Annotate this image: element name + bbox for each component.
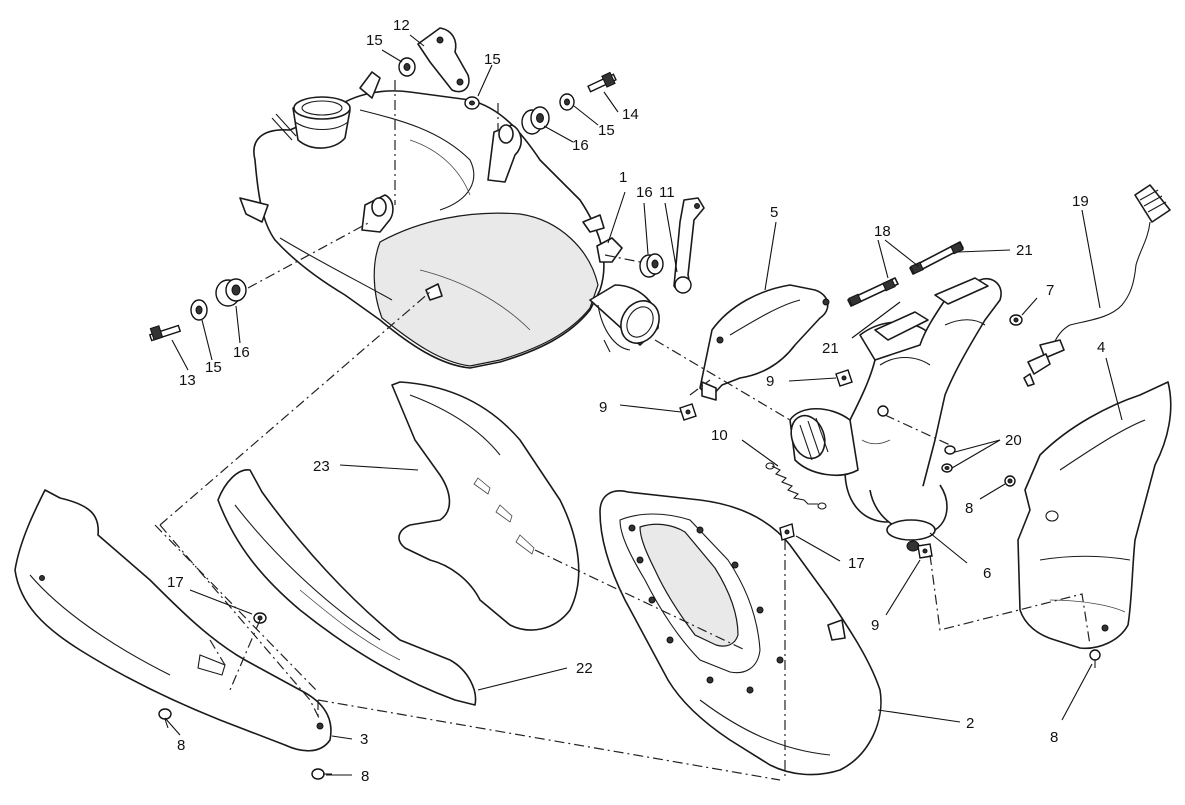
leader-lines [164, 34, 1123, 776]
callout-1: 1 [619, 169, 627, 186]
heat-shield-3 [14, 489, 332, 752]
exhaust-header-6 [789, 277, 1002, 552]
callout-8-b: 8 [361, 768, 369, 785]
callout-18: 18 [874, 223, 891, 240]
heat-shield-23 [391, 381, 580, 631]
nut-7 [1009, 314, 1023, 326]
assembly-lines [154, 80, 1091, 781]
grommet-16-left [215, 278, 247, 307]
clip-9-a [679, 403, 697, 421]
muffler-inlet [271, 96, 351, 149]
callout-17-a: 17 [848, 555, 865, 572]
muffler [239, 71, 660, 369]
callout-8-a: 8 [177, 737, 185, 754]
callout-17-b: 17 [167, 574, 184, 591]
nuts-20 [941, 445, 956, 473]
screw-8-b [311, 768, 332, 780]
callout-12: 12 [393, 17, 410, 34]
heat-shield-22 [217, 469, 477, 706]
callout-15-a: 15 [366, 32, 383, 49]
grommet-16-link [639, 253, 664, 278]
callout-21-a: 21 [1016, 242, 1033, 259]
callout-11: 11 [659, 184, 675, 201]
lambda-sensor-19 [1023, 184, 1171, 387]
callout-23: 23 [313, 458, 330, 475]
callout-6: 6 [983, 565, 991, 582]
callout-15-b: 15 [484, 51, 501, 68]
callout-9-b: 9 [766, 373, 774, 390]
callout-5: 5 [770, 204, 778, 221]
callout-19: 19 [1072, 193, 1089, 210]
grommet-16-top [521, 106, 550, 135]
nut-17-a [779, 523, 795, 541]
washer-15-top [398, 57, 416, 77]
callout-14: 14 [622, 106, 639, 123]
muffler-outlet [589, 284, 660, 353]
heat-shield-5 [699, 284, 830, 401]
callout-16-c: 16 [233, 344, 250, 361]
callout-3: 3 [360, 731, 368, 748]
callout-labels: 1 2 3 4 5 6 7 8 8 8 8 9 9 9 10 11 12 13 … [167, 17, 1105, 785]
callout-9-a: 9 [599, 399, 607, 416]
bolt-14 [587, 71, 617, 93]
callout-15-c: 15 [598, 122, 615, 139]
clip-9-c [917, 543, 933, 559]
washer-15-left [190, 299, 208, 321]
callout-22: 22 [576, 660, 593, 677]
fasteners [158, 369, 1101, 780]
callout-13: 13 [179, 372, 196, 389]
left-mount-hardware [148, 278, 247, 342]
nut-17-b [253, 612, 267, 624]
callout-15-d: 15 [205, 359, 222, 376]
link-11 [673, 197, 705, 294]
callout-7: 7 [1046, 282, 1054, 299]
callout-2: 2 [966, 715, 974, 732]
screw-8-a [158, 708, 172, 729]
link-11-hardware [639, 197, 705, 294]
bracket-12 [417, 27, 470, 93]
callout-20: 20 [1005, 432, 1022, 449]
clip-9-b [835, 369, 853, 387]
callout-4: 4 [1097, 339, 1105, 356]
washer-15-right [559, 93, 575, 111]
bolt-13 [148, 324, 182, 342]
heat-shield-4 [1017, 381, 1172, 650]
heat-shield-2 [599, 490, 882, 776]
callout-8-c: 8 [965, 500, 973, 517]
gaskets-18 [847, 241, 964, 307]
callout-16-b: 16 [636, 184, 653, 201]
callout-21-b: 21 [822, 340, 839, 357]
callout-16-a: 16 [572, 137, 589, 154]
spring-10 [765, 462, 827, 510]
callout-8-d: 8 [1050, 729, 1058, 746]
callout-10: 10 [711, 427, 728, 444]
washer-15-mid [464, 96, 480, 110]
top-mount-hardware [398, 27, 617, 135]
callout-9-c: 9 [871, 617, 879, 634]
screw-8-c [1004, 475, 1016, 487]
screw-8-d [1089, 649, 1101, 668]
